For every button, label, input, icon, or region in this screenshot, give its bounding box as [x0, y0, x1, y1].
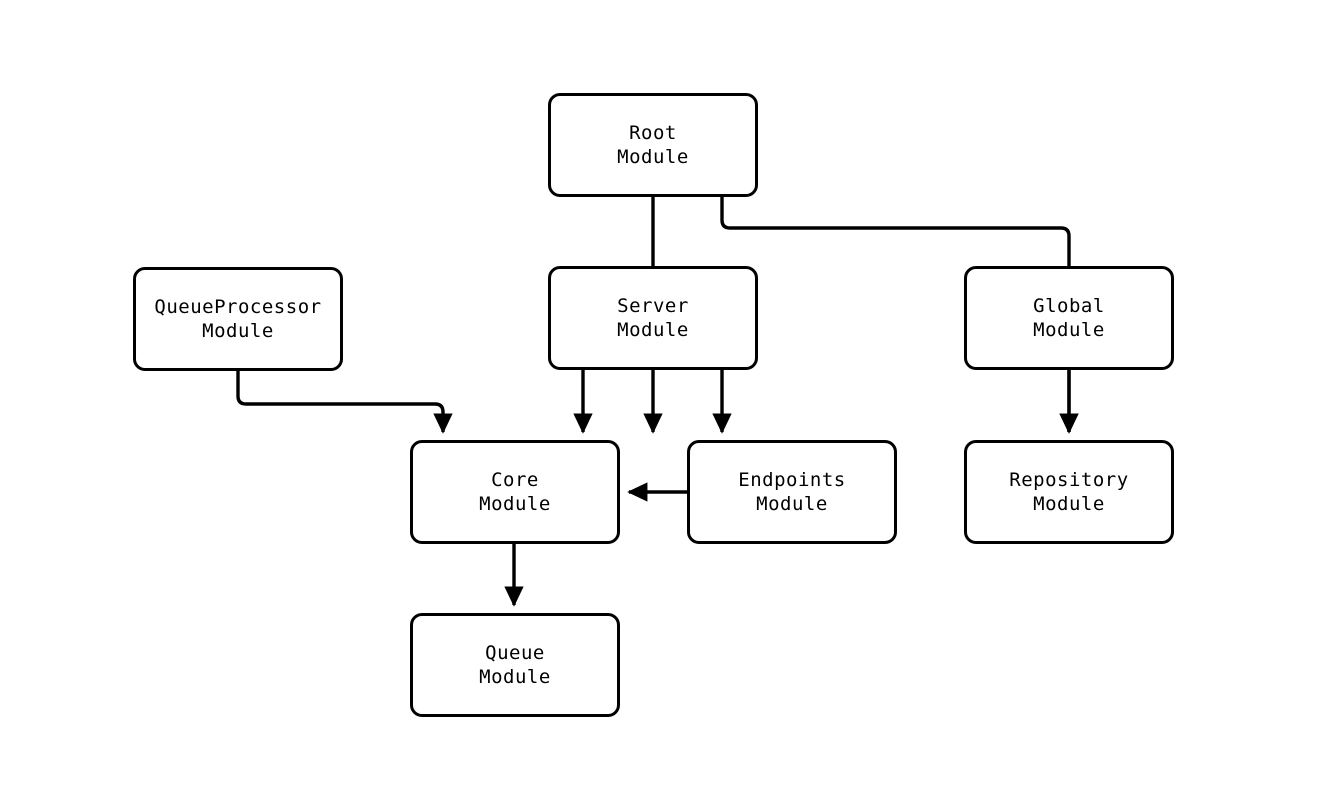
node-global[interactable]: Global Module [964, 266, 1174, 370]
node-core-line1: Core [491, 468, 539, 491]
node-global-line2: Module [1033, 319, 1105, 341]
node-queueprocessor-line1: QueueProcessor [154, 295, 322, 318]
node-repository[interactable]: Repository Module [964, 440, 1174, 544]
node-queue[interactable]: Queue Module [410, 613, 620, 717]
node-queueprocessor-line2: Module [202, 320, 274, 342]
node-core[interactable]: Core Module [410, 440, 620, 544]
node-endpoints-line1: Endpoints [738, 468, 846, 491]
node-root-line2: Module [617, 146, 689, 168]
node-global-line1: Global [1033, 294, 1105, 317]
node-server[interactable]: Server Module [548, 266, 758, 370]
node-queue-line1: Queue [485, 641, 545, 664]
node-root-line1: Root [629, 121, 677, 144]
node-server-line1: Server [617, 294, 689, 317]
node-queue-line2: Module [479, 666, 551, 688]
node-queueprocessor[interactable]: QueueProcessor Module [133, 267, 343, 371]
node-repository-line1: Repository [1009, 468, 1129, 491]
node-endpoints[interactable]: Endpoints Module [687, 440, 897, 544]
node-root[interactable]: Root Module [548, 93, 758, 197]
edge-queueprocessor-core [236, 371, 453, 434]
node-core-line2: Module [479, 493, 551, 515]
node-endpoints-line2: Module [756, 493, 828, 515]
node-server-line2: Module [617, 319, 689, 341]
node-repository-line2: Module [1033, 493, 1105, 515]
